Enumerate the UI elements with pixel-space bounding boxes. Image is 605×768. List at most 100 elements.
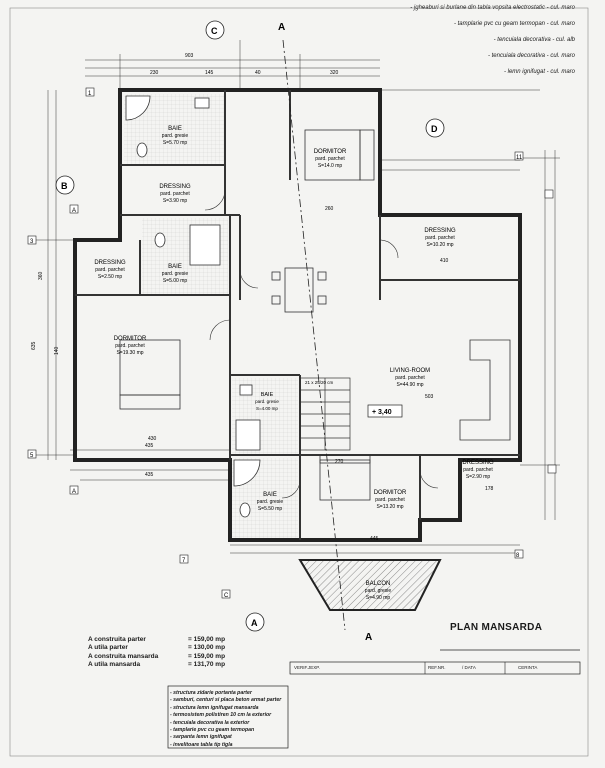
balcony	[298, 559, 442, 611]
plan-text: S=5.00 mp	[163, 278, 188, 284]
plan-text: 360	[38, 271, 44, 280]
plan-text: 260	[325, 206, 334, 212]
shower-tray	[235, 419, 261, 451]
beds	[119, 129, 375, 501]
plan-text: DRESSING	[462, 460, 494, 466]
bed	[319, 459, 371, 501]
sink	[194, 97, 210, 109]
plan-text: LIVING-ROOM	[390, 368, 430, 374]
spec-line: - termosistem polistiren 10 cm la exteri…	[170, 712, 272, 719]
toilet	[239, 502, 251, 518]
room-labels: BAIE pard. gresie S=5.70 mp DRESSING par…	[94, 126, 494, 601]
area-row: A utila mansarda= 131,70 mp	[88, 661, 226, 669]
spec-line: - invelitoare tabla tip tigla	[170, 741, 233, 748]
note-line: - tencuiala decorativa - cul. maro	[487, 53, 575, 59]
title-block-verif: VERIF.JEXP.	[294, 665, 320, 670]
spec-line: - structura zidarie portanta parter	[170, 690, 252, 696]
spec-line: - tencuiala decorativa la exterior	[170, 719, 250, 726]
bed-headboard	[319, 454, 371, 464]
door-swings	[204, 189, 439, 499]
bathtub	[189, 224, 221, 266]
dimension-lines	[30, 40, 560, 554]
bed-headboard	[119, 394, 181, 410]
plan-text: 178	[485, 486, 494, 492]
plan-text: S=13.20 mp	[376, 504, 403, 510]
plan-text: pard. gresie	[162, 133, 189, 139]
axis-label-d: D	[431, 124, 438, 134]
plan-text: S=5.70 mp	[163, 140, 188, 146]
plan-text: 903	[185, 53, 194, 59]
title-block-ref: REF.NR.	[428, 665, 446, 670]
plan-text: 3	[30, 239, 34, 245]
plan-text: 270	[335, 459, 344, 465]
plan-text: DRESSING	[94, 260, 126, 266]
dining-set	[271, 267, 327, 313]
plan-text: S=10.20 mp	[426, 242, 453, 248]
plan-text: pard. parchet	[115, 343, 145, 349]
plan-text: 40	[255, 70, 261, 76]
bed-headboard	[359, 129, 375, 181]
spec-line: - sarpanta lemn ignifugat	[170, 734, 232, 741]
construction-specs: - structura zidarie portanta parter - sa…	[170, 690, 281, 749]
plan-text: C	[224, 593, 229, 599]
plan-text: pard. parchet	[463, 467, 493, 473]
title-block-box	[289, 661, 581, 675]
plan-text: BALCON	[366, 581, 391, 587]
dimension-labels: 903 230 145 40 320 360 635 140 260 410 5…	[31, 53, 494, 542]
bed	[304, 129, 361, 181]
plan-text: DRESSING	[159, 184, 191, 190]
stair-label: 21 x 25/20 cm	[305, 380, 334, 385]
note-line: - lemn ignifugat - cul. maro	[503, 69, 575, 75]
plan-text: DORMITOR	[314, 149, 347, 155]
plan-text: 410	[440, 258, 449, 264]
plan-text: pard. parchet	[375, 497, 405, 503]
plan-text: S=44.90 mp	[396, 382, 423, 388]
shower-tray	[125, 95, 151, 121]
plan-text: pard. parchet	[95, 267, 125, 273]
shower-tray	[233, 459, 261, 487]
axis-marks	[55, 20, 445, 632]
plan-text: pard. gresie	[255, 399, 279, 404]
plan-text: DORMITOR	[114, 336, 147, 342]
plan-text: BAIE	[263, 492, 277, 498]
specs-box	[167, 685, 289, 749]
note-line: - tencuiala decorativa - cul. alb	[493, 37, 575, 43]
title-block-cerinta: CERINTA	[518, 665, 538, 670]
plan-text: BAIE	[261, 392, 274, 398]
plan-text: 503	[425, 394, 434, 400]
interior-walls	[75, 90, 520, 540]
level-marker	[367, 404, 403, 418]
plan-text: pard. parchet	[395, 375, 425, 381]
plan-text: 445	[370, 536, 379, 542]
spec-line: - samburi, centuri si placa beton armat …	[170, 697, 282, 704]
plan-text: 140	[54, 346, 60, 355]
sofa	[459, 339, 511, 441]
axis-label-a: A	[251, 618, 258, 628]
plan-text: S=19.30 mp	[116, 350, 143, 356]
room-name: BAIE	[168, 126, 182, 132]
plan-text: S=2.50 mp	[98, 274, 123, 280]
plan-text: 435	[145, 443, 154, 449]
axis-label-c: C	[211, 26, 218, 36]
sheet-border	[9, 7, 589, 757]
dining-table	[284, 267, 314, 313]
sanitary-fixtures	[125, 95, 261, 518]
title-block: VERIF.JEXP. REF.NR. / DATA CERINTA	[290, 662, 580, 674]
plan-text: A	[72, 489, 76, 495]
plan-text: BAIE	[168, 264, 182, 270]
plan-text: S=4.90 mp	[366, 595, 391, 601]
spec-line: - tamplarie pvc cu geam termopan	[170, 727, 255, 734]
plan-text: pard. parchet	[425, 235, 455, 241]
plan-text: 320	[330, 70, 339, 76]
plan-text: A	[72, 208, 76, 214]
plan-text: 8	[516, 553, 520, 559]
plan-text: pard. parchet	[160, 191, 190, 197]
plan-text: DRESSING	[424, 228, 456, 234]
plan-text: DORMITOR	[374, 490, 407, 496]
plan-text: 635	[31, 341, 37, 350]
plan-text: 435	[145, 472, 154, 478]
plan-title: PLAN MANSARDA	[450, 622, 543, 633]
section-line-a	[282, 39, 346, 631]
title-block-date: / DATA	[462, 665, 476, 670]
spec-line: - structura lemn ignifugat mansarda	[170, 704, 259, 711]
